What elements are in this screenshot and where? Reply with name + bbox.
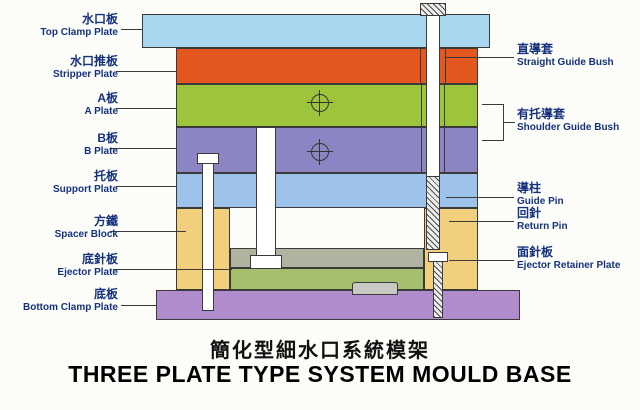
stop-button <box>352 282 398 295</box>
label-top-clamp-plate: 水口板 Top Clamp Plate <box>2 12 118 39</box>
label-stripper-plate: 水口推板 Stripper Plate <box>2 54 118 81</box>
bottom-clamp-plate <box>156 290 520 320</box>
label-return-pin: 回針 Return Pin <box>517 206 639 233</box>
leader-support-plate <box>116 186 176 187</box>
label-b-plate: B板 B Plate <box>2 131 118 158</box>
label-en: Shoulder Guide Bush <box>517 122 620 133</box>
leader-ejector-retainer-plate <box>449 260 514 261</box>
label-shoulder-guide-bush: 有托導套 Shoulder Guide Bush <box>517 107 639 134</box>
label-cn: 直導套 <box>517 42 554 56</box>
label-en: Guide Pin <box>517 196 564 207</box>
bush-hole-circle <box>311 94 329 112</box>
label-en: Return Pin <box>517 221 568 232</box>
leader-bottom-clamp-plate <box>121 305 157 306</box>
return-pin-shaft <box>202 163 214 311</box>
diagram-title-english: THREE PLATE TYPE SYSTEM MOULD BASE <box>68 361 572 387</box>
label-cn: 水口板 <box>81 12 118 26</box>
guide-pin-lower <box>426 176 440 250</box>
label-en: Bottom Clamp Plate <box>22 302 118 313</box>
label-ejector-plate: 底針板 Ejector Plate <box>2 252 118 279</box>
label-cn: 底板 <box>93 287 118 301</box>
label-spacer-block: 方鐵 Spacer Block <box>2 214 118 241</box>
diagram-title-chinese: 簡化型細水口系統模架 <box>210 340 430 362</box>
guide-pin-shaft <box>426 15 440 177</box>
leader-spacer-block <box>110 231 186 232</box>
leader-stripper-plate <box>116 71 176 72</box>
support-pillar <box>256 127 276 256</box>
label-cn: 有托導套 <box>517 107 566 121</box>
label-support-plate: 托板 Support Plate <box>2 169 118 196</box>
leader-shoulder-guide-bush <box>504 122 515 123</box>
label-cn: 回針 <box>517 206 542 220</box>
leader-straight-guide-bush <box>446 57 514 58</box>
label-cn: 水口推板 <box>69 54 118 68</box>
label-en: B Plate <box>84 146 118 157</box>
bush-hole-crosshair-a <box>307 90 333 116</box>
bush-hole-crosshair-b <box>307 139 333 165</box>
bracket-shoulder-guide-bush <box>482 104 504 141</box>
label-a-plate: A板 A Plate <box>2 91 118 118</box>
label-bottom-clamp-plate: 底板 Bottom Clamp Plate <box>2 287 118 314</box>
label-cn: A板 <box>97 91 118 105</box>
leader-top-clamp-plate <box>121 29 143 30</box>
label-cn: 托板 <box>93 169 118 183</box>
label-en: Spacer Block <box>54 229 118 240</box>
leader-guide-pin <box>446 197 514 198</box>
bush-hole-circle <box>311 143 329 161</box>
label-straight-guide-bush: 直導套 Straight Guide Bush <box>517 42 639 69</box>
label-en: Ejector Plate <box>57 267 118 278</box>
label-en: Top Clamp Plate <box>40 27 118 38</box>
label-cn: 方鐵 <box>93 214 118 228</box>
label-cn: 導柱 <box>517 181 542 195</box>
leader-a-plate <box>116 108 176 109</box>
stop-pin-shaft <box>433 261 443 318</box>
label-en: Straight Guide Bush <box>517 57 614 68</box>
label-en: Ejector Retainer Plate <box>517 260 621 271</box>
label-en: A Plate <box>84 106 118 117</box>
label-ejector-retainer-plate: 面針板 Ejector Retainer Plate <box>517 245 639 272</box>
label-cn: B板 <box>97 131 118 145</box>
label-cn: 底針板 <box>81 252 118 266</box>
leader-ejector-plate <box>113 269 232 270</box>
label-guide-pin: 導柱 Guide Pin <box>517 181 639 208</box>
leader-b-plate <box>110 148 176 149</box>
label-en: Stripper Plate <box>52 69 118 80</box>
label-cn: 面針板 <box>517 245 554 259</box>
label-en: Support Plate <box>52 184 118 195</box>
support-pillar-base <box>250 255 282 269</box>
leader-return-pin <box>449 221 514 222</box>
